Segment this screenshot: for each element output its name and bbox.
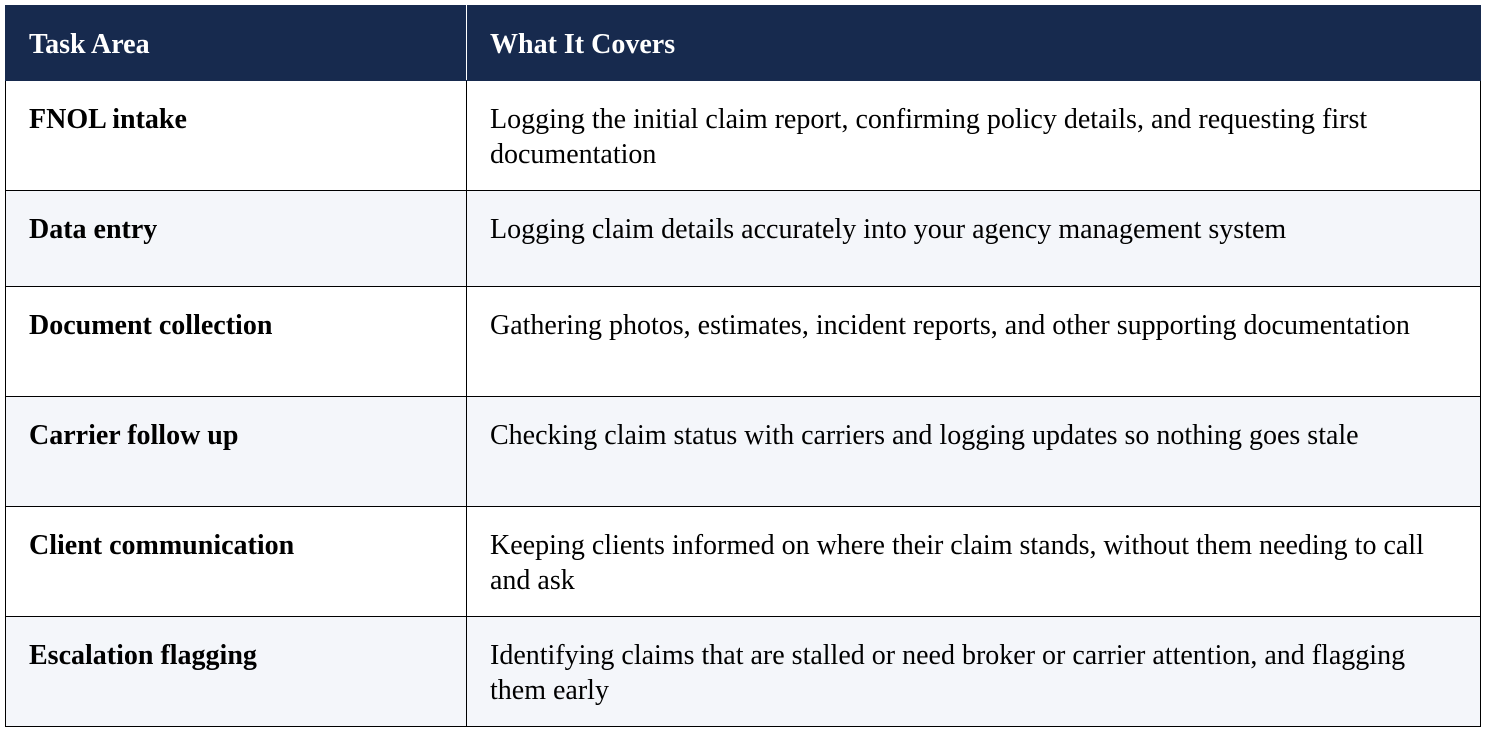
table-row: Document collection Gathering photos, es… — [5, 286, 1481, 397]
table-row: Data entry Logging claim details accurat… — [5, 190, 1481, 287]
header-what-it-covers: What It Covers — [466, 5, 1481, 81]
task-area-cell: Data entry — [5, 190, 467, 287]
what-it-covers-cell: Gathering photos, estimates, incident re… — [466, 286, 1481, 397]
task-area-cell: Carrier follow up — [5, 396, 467, 507]
table-row: Client communication Keeping clients inf… — [5, 506, 1481, 617]
what-it-covers-cell: Identifying claims that are stalled or n… — [466, 616, 1481, 727]
what-it-covers-cell: Checking claim status with carriers and … — [466, 396, 1481, 507]
header-task-area: Task Area — [5, 5, 467, 81]
table-row: FNOL intake Logging the initial claim re… — [5, 80, 1481, 191]
header-row: Task Area What It Covers — [5, 5, 1481, 81]
what-it-covers-cell: Logging claim details accurately into yo… — [466, 190, 1481, 287]
table-body: FNOL intake Logging the initial claim re… — [5, 80, 1481, 727]
task-area-table: Task Area What It Covers FNOL intake Log… — [5, 5, 1481, 727]
task-area-cell: Document collection — [5, 286, 467, 397]
what-it-covers-cell: Logging the initial claim report, confir… — [466, 80, 1481, 191]
what-it-covers-cell: Keeping clients informed on where their … — [466, 506, 1481, 617]
table-row: Carrier follow up Checking claim status … — [5, 396, 1481, 507]
task-area-cell: Client communication — [5, 506, 467, 617]
task-area-cell: FNOL intake — [5, 80, 467, 191]
table-header: Task Area What It Covers — [5, 5, 1481, 81]
task-area-cell: Escalation flagging — [5, 616, 467, 727]
table-row: Escalation flagging Identifying claims t… — [5, 616, 1481, 727]
